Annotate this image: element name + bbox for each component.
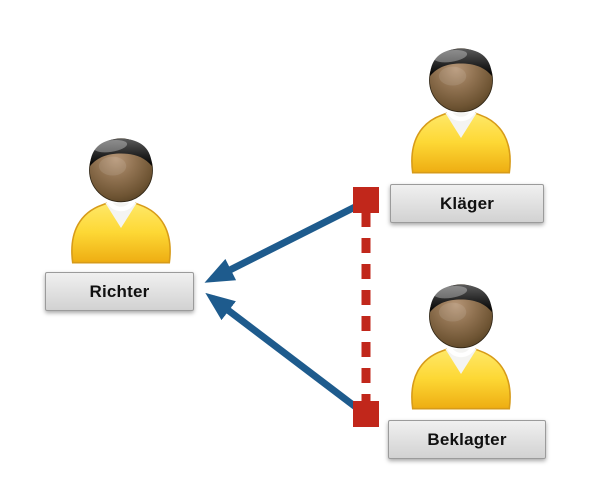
node-label-beklagter: Beklagter <box>388 420 546 459</box>
dashed-endpoint-square-top <box>353 187 379 213</box>
person-icon-richter <box>71 137 171 264</box>
arrow-klaeger-to-richter <box>204 202 359 283</box>
arrow-beklagter-to-richter <box>205 292 360 411</box>
person-icon-beklagter <box>411 283 511 410</box>
node-label-richter: Richter <box>45 272 194 311</box>
node-label-klaeger: Kläger <box>390 184 544 223</box>
person-icon-klaeger <box>411 47 511 174</box>
dashed-endpoint-square-bottom <box>353 401 379 427</box>
